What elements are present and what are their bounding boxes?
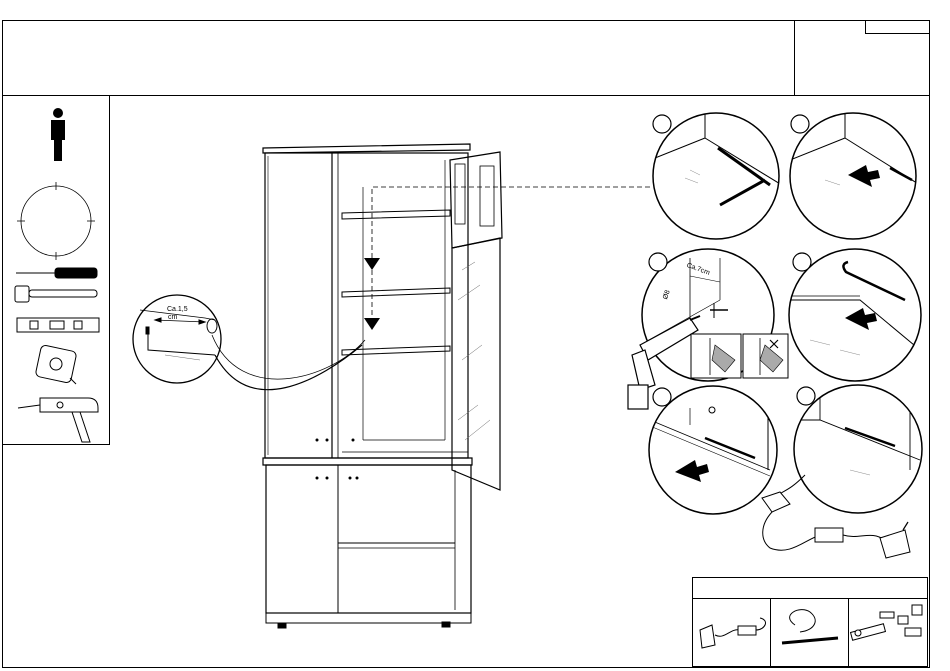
cabinet xyxy=(263,144,472,628)
step-1 xyxy=(650,100,790,239)
step-5 xyxy=(649,386,777,514)
glass-door xyxy=(450,152,502,490)
screwdriver-icon xyxy=(16,268,97,278)
guide-lines xyxy=(372,187,650,318)
step-6 xyxy=(794,385,922,513)
person-icon xyxy=(51,108,65,161)
led-fittings-set xyxy=(851,605,922,640)
spirit-level-icon xyxy=(17,318,99,332)
detail-unit-label: cm xyxy=(168,314,177,322)
step-4 xyxy=(789,249,921,381)
clearance-circle-icon xyxy=(17,182,95,260)
led-power-adapter xyxy=(700,618,766,648)
led-strip-cable xyxy=(782,610,838,643)
detail-distance-label: Ca.1,5 xyxy=(167,306,188,314)
power-drill-icon xyxy=(18,398,98,442)
hammer-icon xyxy=(15,286,97,302)
tape-measure-icon xyxy=(35,345,77,384)
step-2 xyxy=(790,100,920,239)
